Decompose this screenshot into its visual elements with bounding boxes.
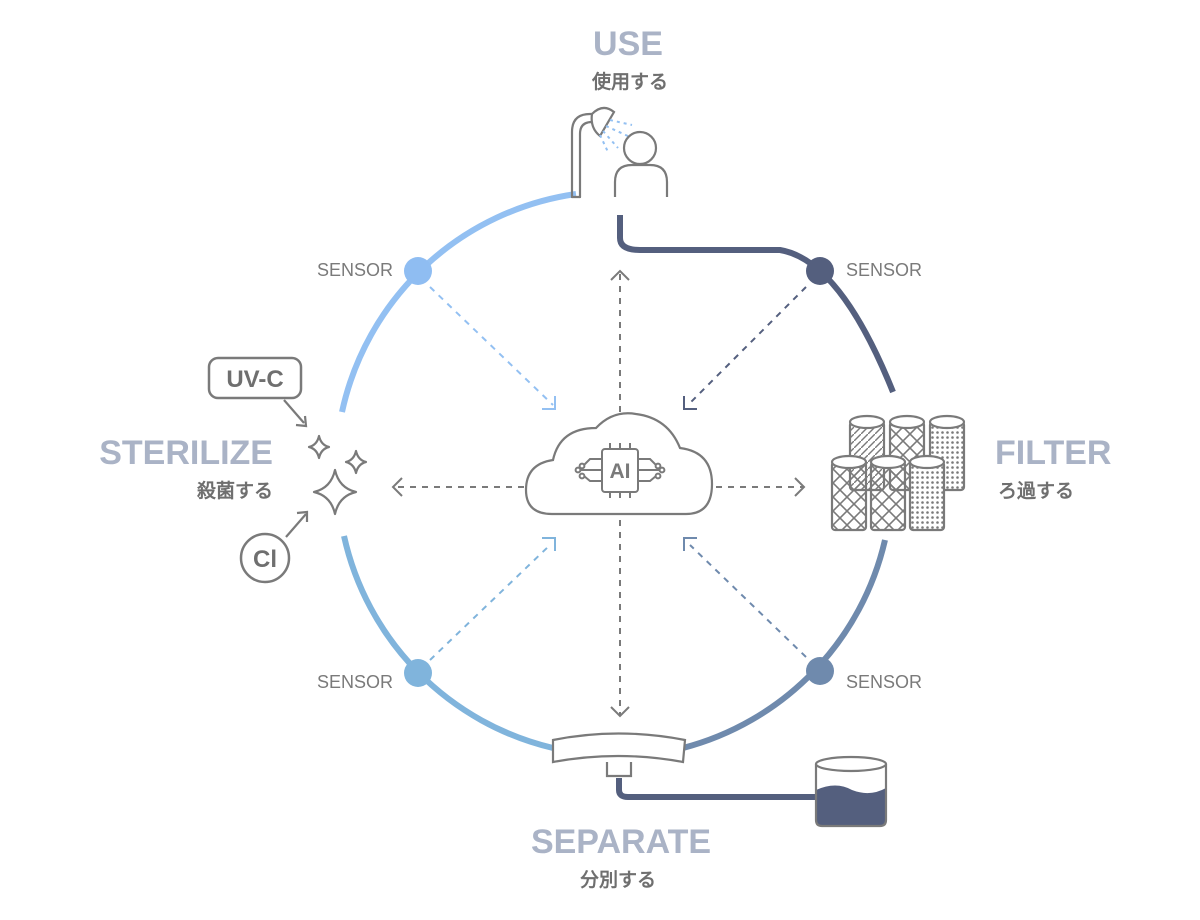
sensor-dot (404, 659, 432, 687)
use-title: USE (593, 25, 663, 63)
sterilize-title: STERILIZE (99, 434, 273, 472)
separate-title: SEPARATE (531, 823, 711, 861)
person-icon (613, 130, 669, 197)
sensor-tl-arrowhead (542, 396, 556, 410)
sensor-bottom-left: SENSOR (317, 659, 432, 692)
water-spray (599, 119, 633, 153)
sterilize-subtitle: 殺菌する (196, 479, 273, 502)
ai-to-sterilize-arrowhead (391, 477, 403, 497)
sensor-br-to-ai-line (689, 544, 807, 658)
sparkle-icon (307, 434, 368, 516)
ai-connections (391, 269, 807, 718)
filter-cartridges-icon (830, 414, 966, 532)
uvc-label-box: UV-C (207, 356, 303, 400)
sensor-tr-to-ai-line (687, 286, 807, 406)
chlorine-arrow (285, 510, 309, 538)
filter-subtitle: ろ過する (998, 480, 1074, 502)
ai-label: AI (610, 460, 631, 483)
uvc-label: UV-C (226, 366, 283, 393)
ring-arc-use-to-filter (617, 215, 896, 394)
sensor-tl-to-ai-line (429, 286, 554, 406)
sensor-label: SENSOR (317, 672, 393, 692)
ai-cloud-icon (524, 412, 714, 516)
sensor-tr-arrowhead (683, 396, 697, 410)
ring-arc-sterilize-to-use (339, 191, 577, 413)
ai-to-filter-arrowhead (794, 477, 806, 497)
separate-subtitle: 分別する (580, 869, 656, 891)
sensor-bottom-right: SENSOR (806, 657, 922, 692)
chip-icon (574, 443, 666, 498)
filter-title: FILTER (995, 434, 1111, 472)
sensor-top-left: SENSOR (317, 257, 432, 285)
use-subtitle: 使用する (591, 71, 668, 93)
sensor-bl-to-ai-line (429, 544, 551, 661)
ai-to-use-arrowhead (610, 269, 630, 281)
ai-to-separate-arrowhead (610, 706, 630, 718)
sensor-label: SENSOR (317, 260, 393, 280)
sensor-label: SENSOR (846, 672, 922, 692)
sensor-dot (806, 257, 834, 285)
water-tank-icon (814, 755, 888, 828)
sensor-br-arrowhead (683, 537, 697, 551)
sensor-label: SENSOR (846, 260, 922, 280)
sensor-dot (404, 257, 432, 285)
sensor-top-right: SENSOR (806, 257, 922, 285)
drain-pipe (616, 778, 815, 800)
uvc-arrow (283, 399, 308, 428)
sensor-dot (806, 657, 834, 685)
chlorine-label-circle: Cl (239, 532, 291, 584)
ring-arc-filter-to-separate (682, 539, 888, 751)
chlorine-label: Cl (253, 546, 277, 573)
shower-icon (570, 106, 616, 199)
sensor-bl-arrowhead (542, 537, 556, 551)
separator-tray-icon (551, 732, 687, 778)
